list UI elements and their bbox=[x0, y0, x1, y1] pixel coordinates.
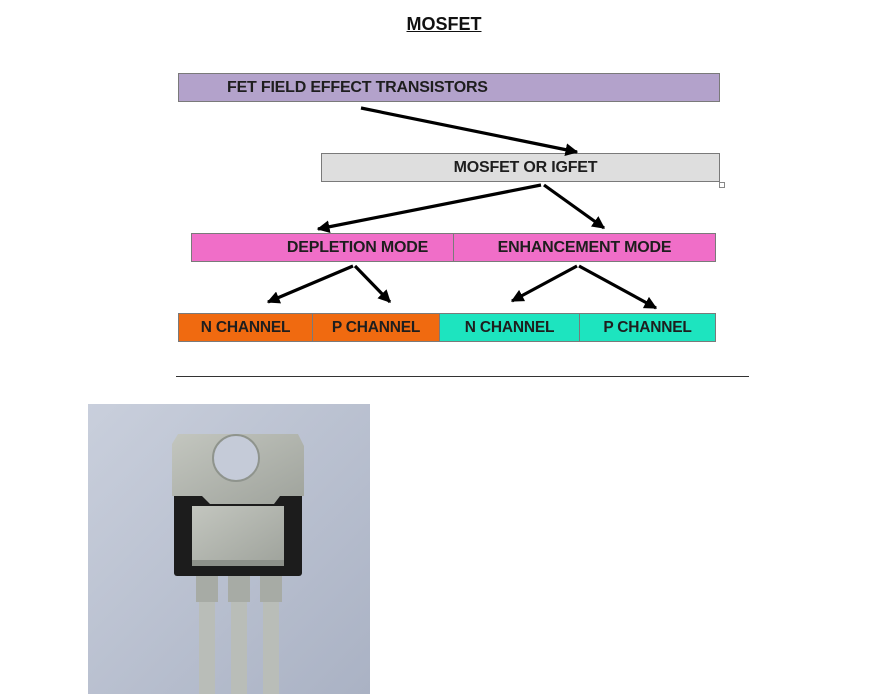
arrow-depletion-to-p bbox=[353, 264, 392, 304]
enhancement-n-channel-box: N CHANNEL bbox=[439, 313, 580, 342]
transistor-lead-1 bbox=[199, 572, 215, 694]
depletion-p-channel-box: P CHANNEL bbox=[312, 313, 440, 342]
arrow-depletion-to-n bbox=[266, 264, 354, 304]
arrow-mosfet-to-depletion bbox=[316, 183, 542, 234]
depletion-mode-label: DEPLETION MODE bbox=[286, 238, 429, 256]
transistor-mounting-hole bbox=[212, 434, 260, 482]
depletion-mode-box: DEPLETION MODE bbox=[191, 233, 454, 262]
mosfet-igfet-box: MOSFET OR IGFET bbox=[321, 153, 720, 182]
arrow-fet-to-mosfet bbox=[360, 106, 579, 156]
transistor-photo bbox=[88, 404, 370, 694]
arrow-mosfet-to-enhancement bbox=[543, 183, 606, 230]
fet-root-label: FET FIELD EFFECT TRANSISTORS bbox=[227, 78, 488, 96]
depletion-n-channel-label: N CHANNEL bbox=[200, 318, 291, 336]
depletion-p-channel-label: P CHANNEL bbox=[331, 318, 421, 336]
page-title: MOSFET bbox=[406, 14, 482, 34]
enhancement-p-channel-label: P CHANNEL bbox=[603, 318, 692, 336]
enhancement-n-channel-label: N CHANNEL bbox=[464, 318, 555, 336]
section-divider bbox=[176, 376, 749, 377]
fet-root-box: FET FIELD EFFECT TRANSISTORS bbox=[178, 73, 720, 102]
enhancement-mode-box: ENHANCEMENT MODE bbox=[453, 233, 716, 262]
enhancement-mode-label: ENHANCEMENT MODE bbox=[497, 238, 672, 256]
enhancement-p-channel-box: P CHANNEL bbox=[579, 313, 716, 342]
transistor-lead-2 bbox=[231, 572, 247, 694]
transistor-lead-3 bbox=[263, 572, 279, 694]
arrow-enhancement-to-p bbox=[578, 264, 658, 310]
resize-handle bbox=[719, 182, 725, 188]
arrow-enhancement-to-n bbox=[510, 264, 578, 303]
depletion-n-channel-box: N CHANNEL bbox=[178, 313, 313, 342]
mosfet-igfet-label: MOSFET OR IGFET bbox=[453, 158, 598, 176]
